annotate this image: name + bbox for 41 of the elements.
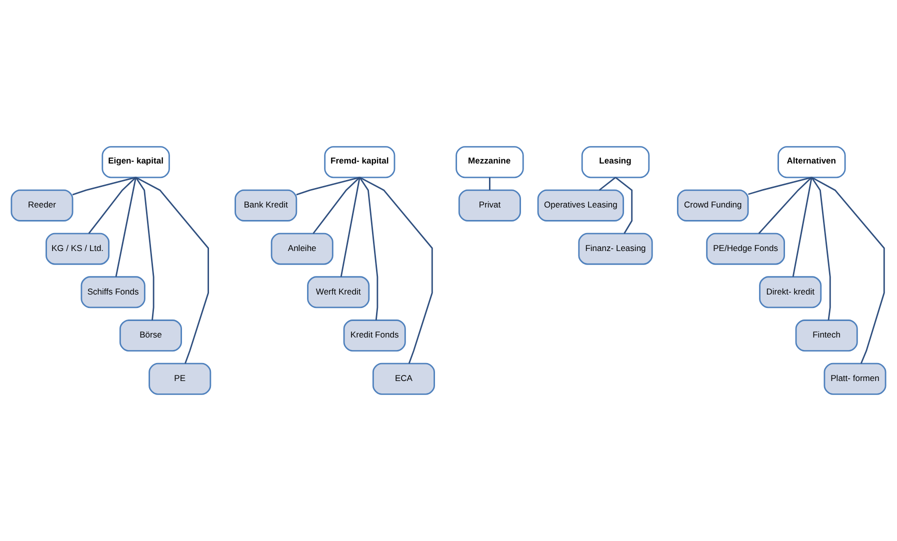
node-box: Fremd- kapital — [324, 146, 396, 178]
node-box: KG / KS / Ltd. — [46, 232, 110, 265]
node-box: Börse — [119, 320, 182, 352]
connector — [340, 177, 360, 277]
connector — [792, 177, 812, 277]
connector — [748, 176, 812, 195]
node-box: Direkt- kredit — [759, 276, 822, 308]
connector — [359, 176, 433, 364]
connector — [811, 176, 885, 364]
node-box: Reeder — [10, 189, 74, 222]
node-box: Operatives Leasing — [537, 189, 624, 222]
node-box: Fintech — [795, 320, 858, 352]
connector — [615, 176, 633, 234]
node-box: Schiffs Fonds — [80, 276, 146, 308]
node-box: Leasing — [581, 146, 650, 178]
node-box: Mezzanine — [456, 146, 524, 178]
node-box: Privat — [458, 189, 521, 222]
connector — [115, 177, 136, 277]
node-box: Crowd Funding — [676, 189, 749, 222]
node-box: Eigen- kapital — [102, 146, 170, 178]
node-box: Anleihe — [270, 232, 334, 265]
connector — [135, 177, 154, 320]
node-box: Finanz- Leasing — [578, 232, 653, 265]
connector — [758, 176, 812, 234]
node-box: PE — [148, 362, 212, 395]
connector — [72, 176, 136, 196]
node-box: PE/Hedge Fonds — [706, 232, 785, 265]
connector — [489, 177, 490, 190]
connector — [312, 176, 360, 234]
node-box: Bank Kredit — [234, 189, 298, 222]
connector — [135, 176, 209, 364]
node-box: Platt- formen — [824, 362, 886, 395]
node-box: Alternativen — [778, 146, 846, 178]
connector — [359, 177, 378, 320]
connector — [296, 176, 360, 196]
connector — [811, 177, 831, 320]
node-box: Werft Kredit — [307, 276, 370, 308]
connector — [88, 176, 136, 234]
connector — [598, 176, 616, 191]
node-box: ECA — [372, 362, 435, 395]
node-box: Kredit Fonds — [343, 320, 406, 352]
